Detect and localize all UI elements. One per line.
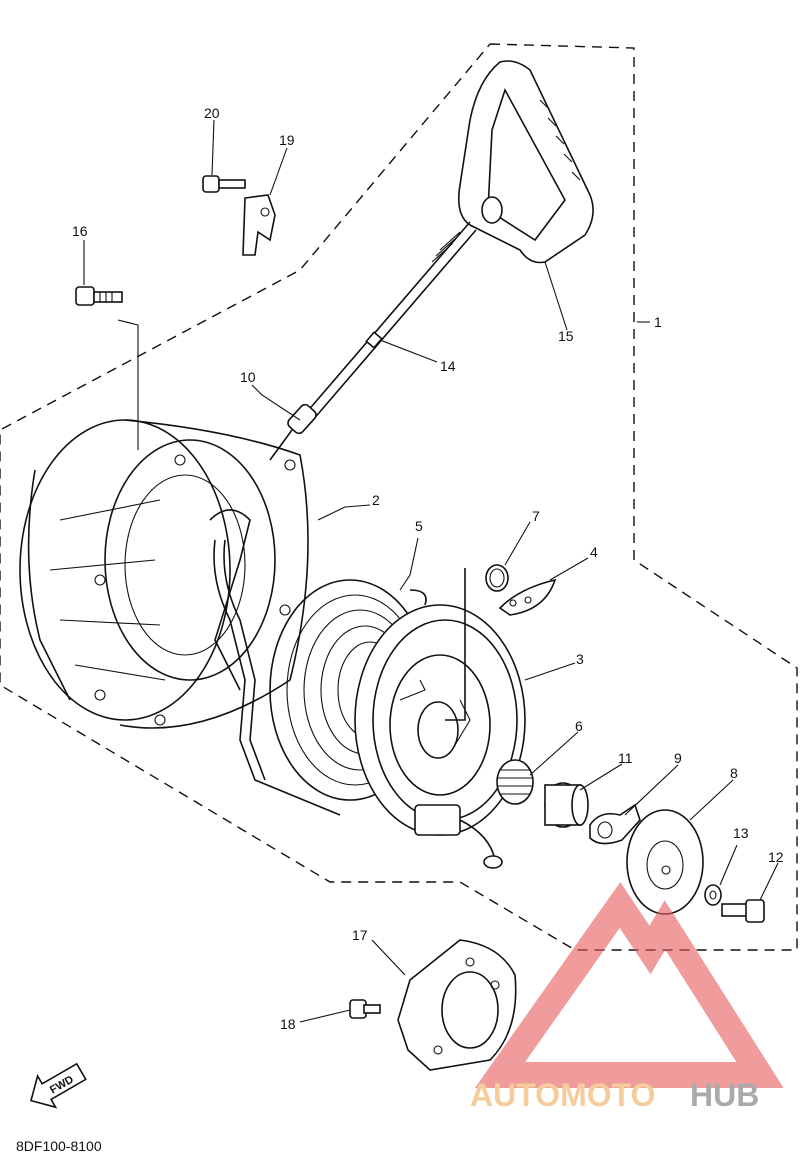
part-label-20: 20 (204, 105, 220, 121)
part-label-16: 16 (72, 223, 88, 239)
assembly-outline (0, 43, 798, 951)
spring-7 (485, 564, 509, 592)
starter-handle (457, 60, 594, 264)
diagram-code: 8DF100-8100 (16, 1138, 102, 1154)
plate-8 (626, 809, 704, 915)
screw-18 (349, 999, 381, 1019)
leader-lines (83, 119, 779, 1023)
part-label-4: 4 (590, 544, 598, 560)
bracket-19 (242, 194, 276, 256)
part-label-3: 3 (576, 651, 584, 667)
part-label-12: 12 (768, 849, 784, 865)
part-label-6: 6 (575, 718, 583, 734)
starter-rope (299, 221, 477, 429)
spring-6 (496, 759, 534, 805)
part-label-14: 14 (440, 358, 456, 374)
part-label-19: 19 (279, 132, 295, 148)
part-label-7: 7 (532, 508, 540, 524)
automotohub-watermark: AUTOMOTO HUB (470, 882, 784, 1113)
part-label-13: 13 (733, 825, 749, 841)
collar-11 (544, 782, 589, 828)
logo-text-hub: HUB (690, 1077, 759, 1113)
logo-triangle-icon (474, 882, 784, 1088)
part-label-5: 5 (415, 518, 423, 534)
part-label-17: 17 (352, 927, 368, 943)
rope-guide-10 (269, 403, 317, 461)
part-label-8: 8 (730, 765, 738, 781)
logo-text-automoto: AUTOMOTO (470, 1077, 655, 1113)
bolt-16 (75, 286, 123, 306)
part-label-10: 10 (240, 369, 256, 385)
part-label-18: 18 (280, 1016, 296, 1032)
part-label-2: 2 (372, 492, 380, 508)
cover-17 (397, 939, 517, 1071)
fwd-arrow-icon: FWD (30, 1062, 87, 1109)
part-label-11: 11 (618, 750, 633, 766)
part-label-9: 9 (674, 750, 682, 766)
guide-9 (589, 803, 641, 845)
starter-case (19, 419, 309, 729)
pawl-4 (498, 578, 557, 616)
washer-13 (704, 884, 722, 906)
drive-pulley (354, 568, 526, 869)
bolt-12 (721, 899, 765, 923)
bolt-20 (202, 175, 246, 193)
part-label-1: 1 (654, 314, 662, 330)
part-label-15: 15 (558, 328, 574, 344)
